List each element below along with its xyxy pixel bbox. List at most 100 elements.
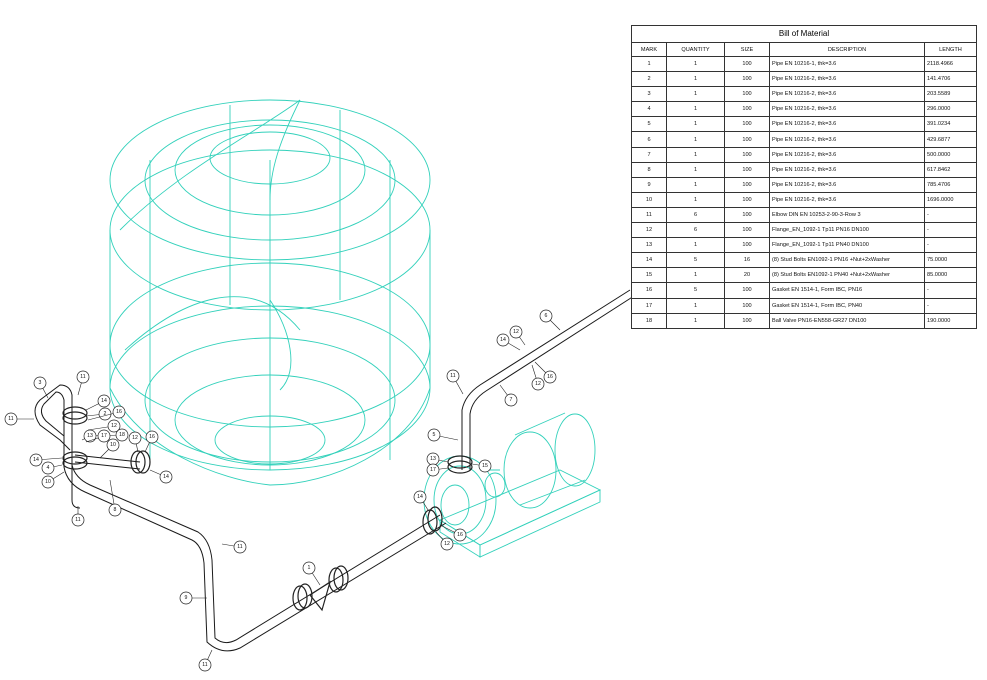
bom-cell-qty: 1 [666, 71, 725, 88]
bom-cell-length: 75.0000 [924, 252, 977, 269]
bom-cell-length: 296.0000 [924, 101, 977, 118]
bom-cell-size: 100 [724, 131, 770, 148]
bom-cell-desc: Pipe EN 10216-2, thk=3.6 [769, 161, 925, 178]
bom-cell-desc: (8) Stud Bolts EN1092-1 PN40 +Nut+2xWash… [769, 267, 925, 284]
bom-title: Bill of Material [631, 25, 977, 42]
bom-cell-size: 100 [724, 116, 770, 133]
callout: 16 [144, 430, 159, 453]
bom-cell-mark: 2 [631, 71, 667, 88]
callout: 4 [41, 461, 63, 475]
svg-text:11: 11 [8, 416, 13, 422]
bom-cell-qty: 1 [666, 191, 725, 208]
bom-header-quantity: QUANTITY [666, 42, 725, 57]
svg-text:12: 12 [111, 423, 117, 429]
bom-cell-qty: 1 [666, 161, 725, 178]
callout: 16 [439, 524, 467, 542]
callout: 14 [496, 333, 521, 351]
svg-text:9: 9 [185, 595, 188, 601]
bom-cell-mark: 11 [631, 206, 667, 224]
svg-text:18: 18 [119, 432, 125, 438]
svg-text:12: 12 [535, 381, 541, 387]
svg-text:11: 11 [202, 662, 207, 668]
bom-cell-mark: 9 [631, 176, 667, 193]
bom-cell-size: 100 [724, 312, 770, 329]
bom-cell-length: - [924, 222, 977, 239]
bom-cell-mark: 12 [631, 222, 667, 239]
bom-cell-qty: 1 [666, 237, 725, 254]
bom-cell-desc: Pipe EN 10216-2, thk=3.6 [769, 131, 925, 148]
callout: 13 [81, 429, 97, 443]
bom-header-size: SIZE [724, 42, 770, 57]
bom-cell-length: 429.6877 [924, 131, 977, 148]
svg-text:14: 14 [33, 457, 39, 463]
bom-cell-qty: 1 [666, 312, 725, 329]
bom-cell-qty: 5 [666, 252, 725, 269]
bom-cell-qty: 1 [666, 55, 725, 73]
bom-cell-size: 100 [724, 101, 770, 118]
bom-cell-desc: (8) Stud Bolts EN1092-1 PN16 +Nut+2xWash… [769, 252, 925, 269]
bom-cell-qty: 1 [666, 116, 725, 133]
callout: 2 [85, 407, 112, 421]
bom-cell-qty: 1 [666, 176, 725, 193]
bom-cell-size: 100 [724, 161, 770, 178]
callout: 11 [446, 369, 464, 395]
bom-cell-length: - [924, 237, 977, 254]
svg-text:11: 11 [75, 517, 80, 523]
callout: 15 [471, 459, 492, 473]
bom-cell-desc: Pipe EN 10216-2, thk=3.6 [769, 116, 925, 133]
bom-cell-desc: Pipe EN 10216-2, thk=3.6 [769, 71, 925, 88]
flanges [62, 406, 473, 612]
bom-cell-length: - [924, 282, 977, 299]
bom-header-description: DESCRIPTION [769, 42, 925, 57]
svg-text:14: 14 [163, 474, 169, 480]
callout-layer: 3 11 11 14 2 16 12 18 12 16 13 17 14 4 1… [4, 309, 561, 672]
svg-text:5: 5 [433, 432, 436, 438]
bom-cell-mark: 6 [631, 131, 667, 148]
bom-cell-desc: Pipe EN 10216-2, thk=3.6 [769, 146, 925, 163]
bom-cell-size: 100 [724, 282, 770, 299]
svg-text:16: 16 [149, 434, 155, 440]
bom-cell-desc: Flange_EN_1092-1 Tp11 PN40 DN100 [769, 237, 925, 254]
bom-cell-qty: 1 [666, 101, 725, 118]
svg-text:11: 11 [80, 374, 85, 380]
callout: 11 [76, 370, 90, 396]
bom-cell-desc: Flange_EN_1092-1 Tp11 PN16 DN100 [769, 222, 925, 239]
bom-cell-mark: 17 [631, 297, 667, 314]
callout: 11 [198, 649, 213, 672]
svg-text:13: 13 [430, 456, 436, 462]
callout: 14 [85, 394, 111, 411]
bom-cell-size: 100 [724, 71, 770, 88]
callout: 6 [539, 309, 561, 331]
svg-text:10: 10 [45, 479, 51, 485]
bom-cell-length: 1696.0000 [924, 191, 977, 208]
bom-cell-desc: Pipe EN 10216-2, thk=3.6 [769, 191, 925, 208]
bom-cell-mark: 15 [631, 267, 667, 284]
svg-text:15: 15 [482, 463, 488, 469]
bom-cell-qty: 1 [666, 297, 725, 314]
bom-cell-size: 100 [724, 176, 770, 193]
bom-cell-size: 100 [724, 191, 770, 208]
svg-text:2: 2 [104, 411, 107, 417]
callout: 9 [179, 591, 207, 605]
callout: 17 [426, 463, 449, 477]
callout: 3 [33, 376, 49, 399]
bom-header-mark: MARK [631, 42, 667, 57]
bom-cell-length: 617.8462 [924, 161, 977, 178]
svg-text:12: 12 [513, 329, 519, 335]
bom-cell-mark: 8 [631, 161, 667, 178]
callout: 12 [87, 419, 121, 433]
svg-text:16: 16 [547, 374, 553, 380]
bom-cell-desc: Pipe EN 10216-2, thk=3.6 [769, 176, 925, 193]
bom-cell-size: 100 [724, 222, 770, 239]
